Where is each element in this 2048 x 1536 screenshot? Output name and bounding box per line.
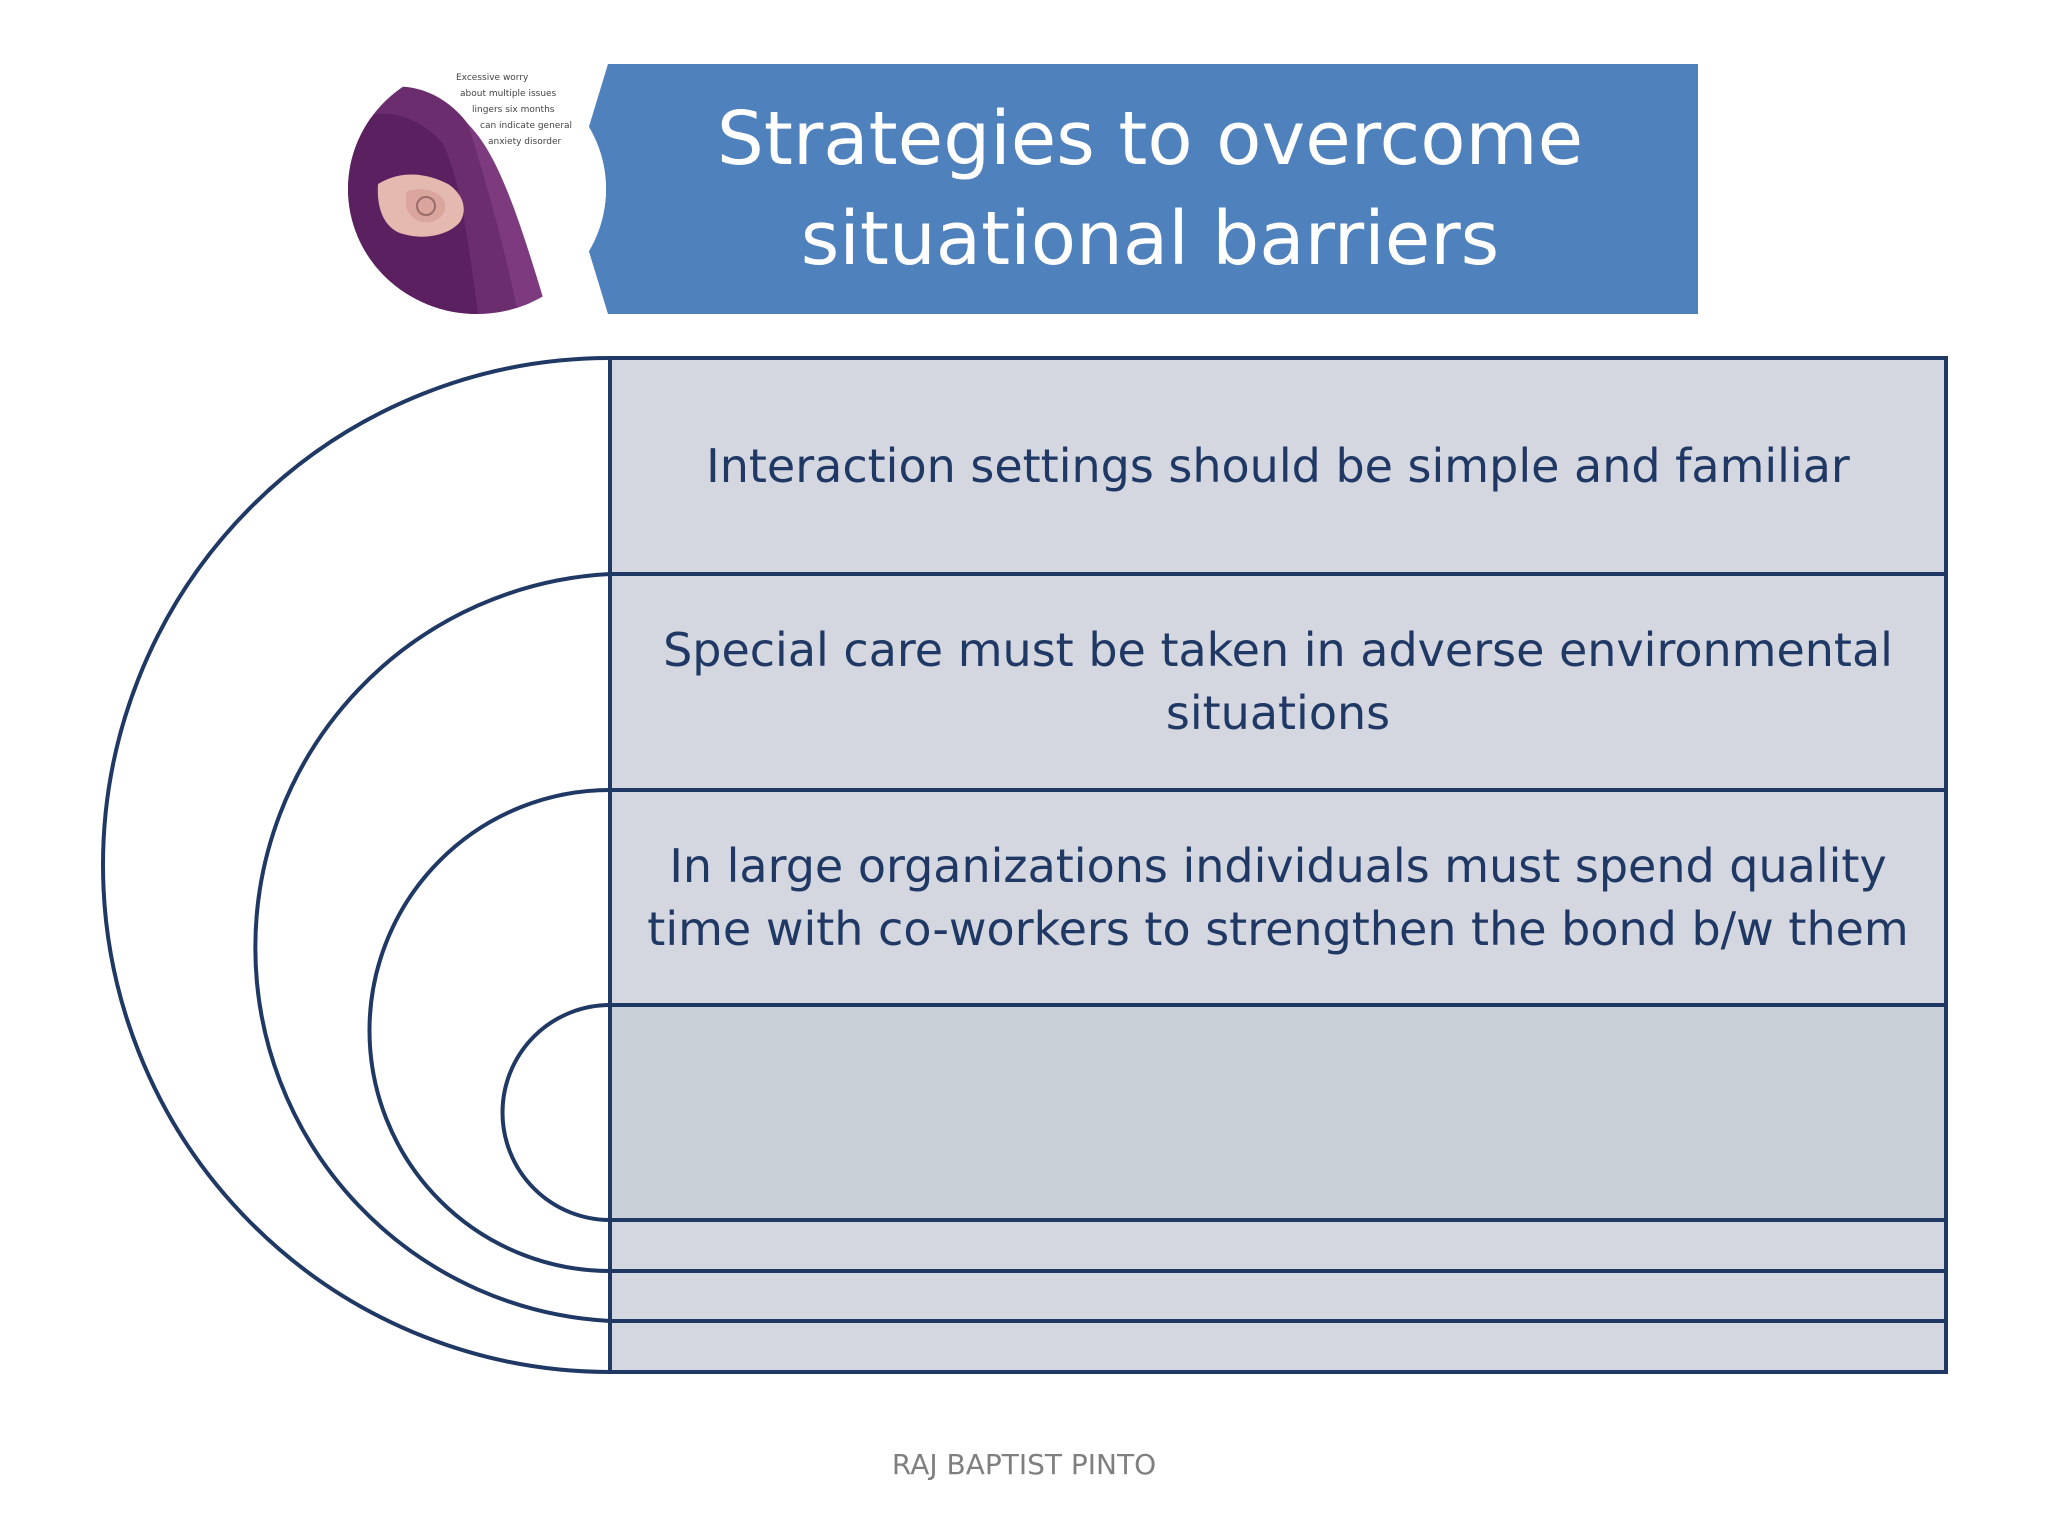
arc-inner — [500, 1003, 611, 1222]
caption-line-1: Excessive worry — [456, 73, 529, 83]
arc-outer — [101, 356, 611, 1374]
rows-outline — [608, 356, 1948, 1374]
item-3-text: In large organizations individuals must … — [647, 838, 1909, 956]
row-2-box — [610, 574, 1946, 790]
hands-photo-icon: Excessive worry about multiple issues li… — [348, 64, 606, 314]
title-banner — [570, 64, 1698, 314]
caption-line-2: about multiple issues — [460, 89, 557, 99]
slide-title: Strategies to overcome situational barri… — [716, 96, 1584, 282]
item-1-text: Interaction settings should be simple an… — [706, 438, 1850, 493]
footer-author: RAJ BAPTIST PINTO — [891, 1448, 1157, 1481]
arc-third — [367, 788, 611, 1273]
row-1-box — [610, 358, 1946, 574]
row-3-box — [610, 790, 1946, 1005]
caption-line-4: can indicate general — [480, 121, 572, 131]
item-4-text — [612, 1005, 1944, 1220]
tail-strip-1 — [610, 1220, 1946, 1271]
tail-strip-2 — [610, 1271, 1946, 1321]
arc-second — [253, 572, 611, 1323]
item-2-text: Special care must be taken in adverse en… — [663, 623, 1893, 740]
tail-strip-3 — [610, 1321, 1946, 1372]
caption-line-3: lingers six months — [472, 105, 555, 115]
caption-line-5: anxiety disorder — [488, 137, 561, 147]
row-4-box — [610, 1005, 1946, 1220]
